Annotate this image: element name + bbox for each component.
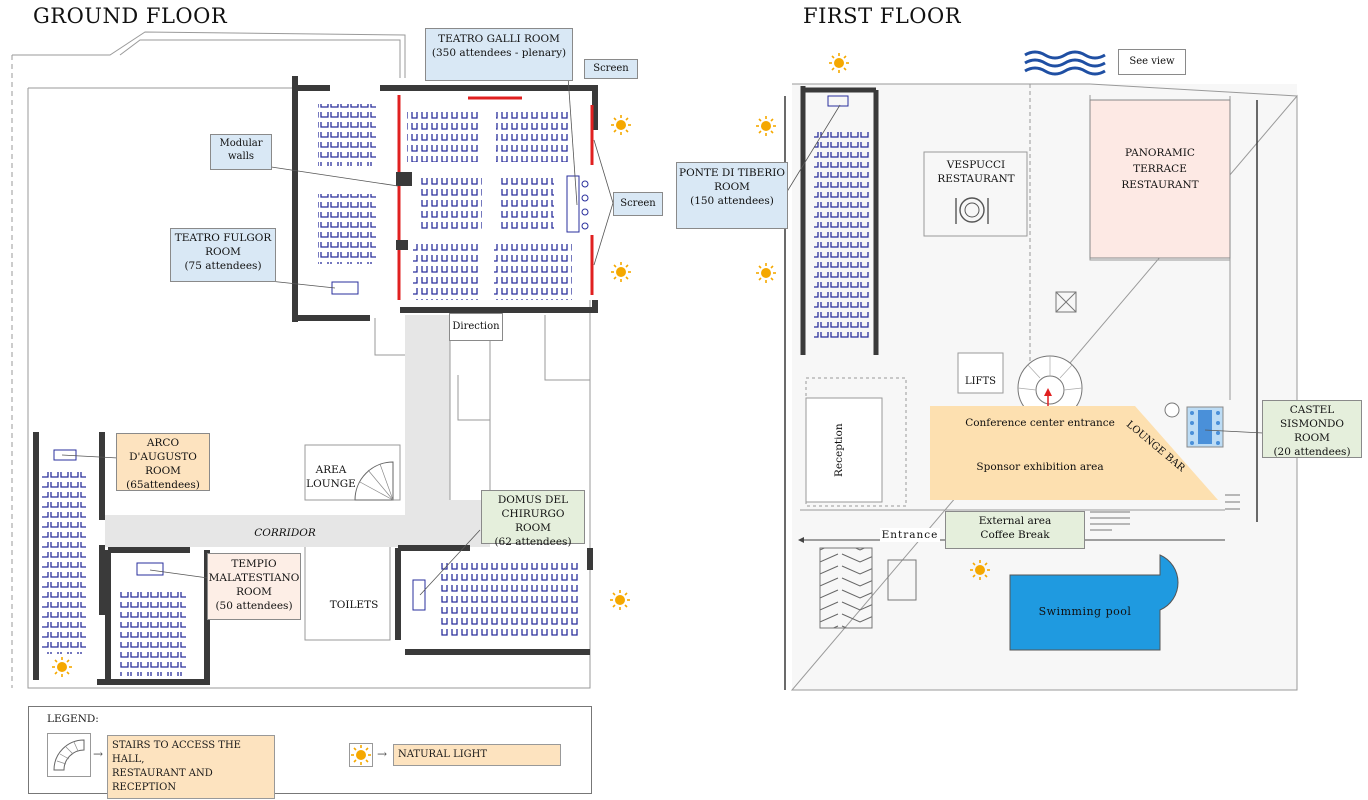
castel-sismondo-capacity: (20 attendees) <box>1273 446 1351 458</box>
external-area-line2: Coffee Break <box>980 529 1050 541</box>
domus-chirurgo-line2: CHIRURGO ROOM <box>501 508 565 534</box>
stairs-icon <box>47 733 91 777</box>
sponsor-area-label: Sponsor exhibition area <box>976 461 1104 473</box>
legend-stairs-line2: RESTAURANT AND RECEPTION <box>112 768 213 793</box>
domus-chirurgo-line1: DOMUS DEL <box>497 494 569 506</box>
panoramic-line3: RESTAURANT <box>1121 179 1199 191</box>
external-area-label: External area Coffee Break <box>945 511 1085 549</box>
area-lounge-label: AREA LOUNGE <box>306 463 356 491</box>
screen-top-label: Screen <box>584 59 638 79</box>
ponte-tiberio-room-label[interactable]: PONTE DI TIBERIO ROOM (150 attendees) <box>676 162 788 229</box>
entrance-label: Entrance <box>880 528 940 542</box>
tempio-malatestiano-room-label[interactable]: TEMPIO MALATESTIANO ROOM (50 attendees) <box>207 553 301 620</box>
teatro-galli-name: TEATRO GALLI ROOM <box>438 33 560 45</box>
teatro-fulgor-room-label[interactable]: TEATRO FULGOR ROOM (75 attendees) <box>170 228 276 282</box>
vespucci-line2: RESTAURANT <box>937 173 1015 185</box>
domus-chirurgo-room-label[interactable]: DOMUS DEL CHIRURGO ROOM (62 attendees) <box>481 490 585 548</box>
first-floor-title: FIRST FLOOR <box>803 4 962 28</box>
modular-walls-line2: walls <box>227 151 255 162</box>
ponte-tiberio-name: PONTE DI TIBERIO <box>679 167 785 179</box>
swimming-pool-label: Swimming pool <box>1038 605 1132 618</box>
panoramic-line1: PANORAMIC <box>1125 147 1195 159</box>
legend-stairs-text: STAIRS TO ACCESS THE HALL, RESTAURANT AN… <box>107 735 275 799</box>
legend-title: LEGEND: <box>47 713 99 725</box>
corridor-label: CORRIDOR <box>254 527 316 539</box>
stairs-arrow-icon: → <box>93 747 104 761</box>
legend: LEGEND: → STAIRS TO ACCESS THE HALL, RES… <box>28 706 592 799</box>
panoramic-terrace-label: PANORAMIC TERRACE RESTAURANT <box>1110 145 1210 193</box>
vespucci-restaurant-label: VESPUCCI RESTAURANT <box>930 158 1022 186</box>
direction-label: Direction <box>449 313 503 341</box>
arco-augusto-name: ARCO D'AUGUSTO <box>129 437 197 463</box>
panoramic-line2: TERRACE <box>1133 163 1187 175</box>
external-area-line1: External area <box>978 515 1052 527</box>
reception-label: Reception <box>833 423 845 477</box>
screen-right-label: Screen <box>613 192 663 216</box>
tempio-capacity: (50 attendees) <box>215 600 293 612</box>
ponte-tiberio-room: ROOM <box>714 181 750 193</box>
teatro-fulgor-name: TEATRO FULGOR <box>174 232 272 244</box>
teatro-galli-room-label[interactable]: TEATRO GALLI ROOM (350 attendees - plena… <box>425 28 573 81</box>
legend-stairs-line1: STAIRS TO ACCESS THE HALL, <box>112 740 241 765</box>
castel-sismondo-room: ROOM <box>1294 432 1330 444</box>
ponte-tiberio-capacity: (150 attendees) <box>690 195 774 207</box>
see-view-label[interactable]: See view <box>1118 49 1186 75</box>
teatro-fulgor-room: ROOM <box>205 246 241 258</box>
area-lounge-line2: LOUNGE <box>306 478 356 490</box>
conference-entrance-label: Conference center entrance <box>965 417 1115 429</box>
toilets-label: TOILETS <box>329 599 379 611</box>
modular-walls-label: Modular walls <box>210 134 272 170</box>
tempio-line2: MALATESTIANO <box>208 572 300 584</box>
lifts-label: LIFTS <box>964 376 997 387</box>
arco-augusto-capacity: (65attendees) <box>126 479 200 491</box>
vespucci-line1: VESPUCCI <box>946 159 1006 171</box>
arco-augusto-room-label[interactable]: ARCO D'AUGUSTO ROOM (65attendees) <box>116 433 210 491</box>
castel-sismondo-name: CASTEL SISMONDO <box>1279 404 1345 430</box>
legend-natural-light-text: NATURAL LIGHT <box>393 744 561 766</box>
tempio-line3: ROOM <box>236 586 272 598</box>
arco-augusto-room: ROOM <box>145 465 181 477</box>
modular-walls-line1: Modular <box>219 138 263 149</box>
ground-floor-title: GROUND FLOOR <box>33 4 228 28</box>
tempio-line1: TEMPIO <box>231 558 277 570</box>
teatro-fulgor-capacity: (75 attendees) <box>184 260 262 272</box>
castel-sismondo-room-label[interactable]: CASTEL SISMONDO ROOM (20 attendees) <box>1262 400 1362 458</box>
domus-chirurgo-capacity: (62 attendees) <box>494 536 572 548</box>
natural-light-icon <box>349 743 373 767</box>
area-lounge-line1: AREA <box>315 464 347 476</box>
teatro-galli-capacity: (350 attendees - plenary) <box>431 47 567 59</box>
natural-light-arrow-icon: → <box>377 747 388 761</box>
